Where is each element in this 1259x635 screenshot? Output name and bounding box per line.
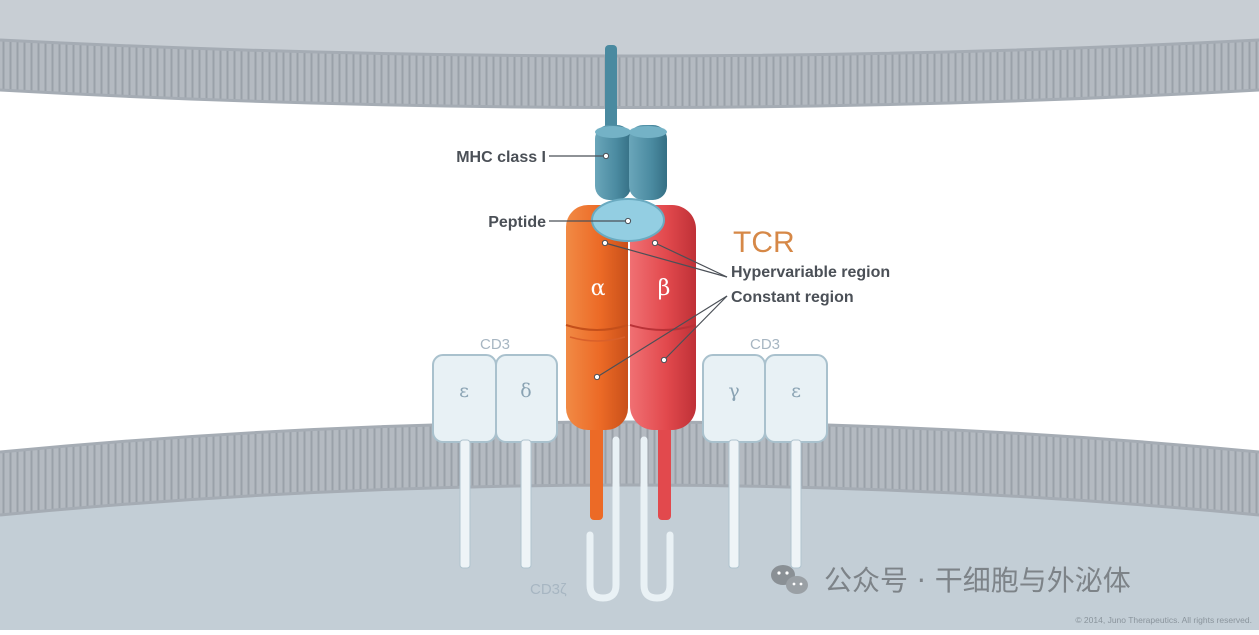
cd3-epsilon-left-label: ε bbox=[459, 380, 469, 402]
cd3-zeta-label: CD3ζ bbox=[530, 581, 567, 598]
mhc-class-i bbox=[595, 45, 667, 200]
constant-region-label: Constant region bbox=[731, 289, 854, 306]
cd3-left-label: CD3 bbox=[480, 336, 510, 353]
hypervariable-region-label: Hypervariable region bbox=[731, 264, 890, 281]
tcr-alpha-chain bbox=[565, 205, 629, 520]
cd3-gamma-label: γ bbox=[728, 380, 739, 402]
copyright-notice: © 2014, Juno Therapeutics. All rights re… bbox=[1075, 615, 1252, 625]
cd3-zeta-chains bbox=[586, 436, 674, 602]
peptide-label: Peptide bbox=[488, 214, 546, 231]
cd3-epsilon-right-label: ε bbox=[791, 380, 801, 402]
tcr-title: TCR bbox=[733, 226, 795, 259]
leader-lines bbox=[549, 155, 728, 378]
wechat-icon bbox=[771, 565, 808, 594]
cd3-delta-label: δ bbox=[520, 380, 531, 402]
tcr-beta-chain bbox=[629, 205, 697, 520]
leader-dots bbox=[593, 152, 668, 381]
cd3-right-label: CD3 bbox=[750, 336, 780, 353]
cd3-right-complex bbox=[702, 354, 828, 569]
cd3-left-complex bbox=[432, 354, 558, 569]
beta-label: β bbox=[658, 276, 671, 301]
bottom-cell bbox=[0, 420, 1259, 630]
mhc-class-i-label: MHC class I bbox=[456, 149, 546, 166]
watermark-text: 公众号 · 干细胞与外泌体 bbox=[824, 564, 1131, 597]
top-cell bbox=[0, 0, 1259, 109]
alpha-label: α bbox=[591, 276, 606, 301]
